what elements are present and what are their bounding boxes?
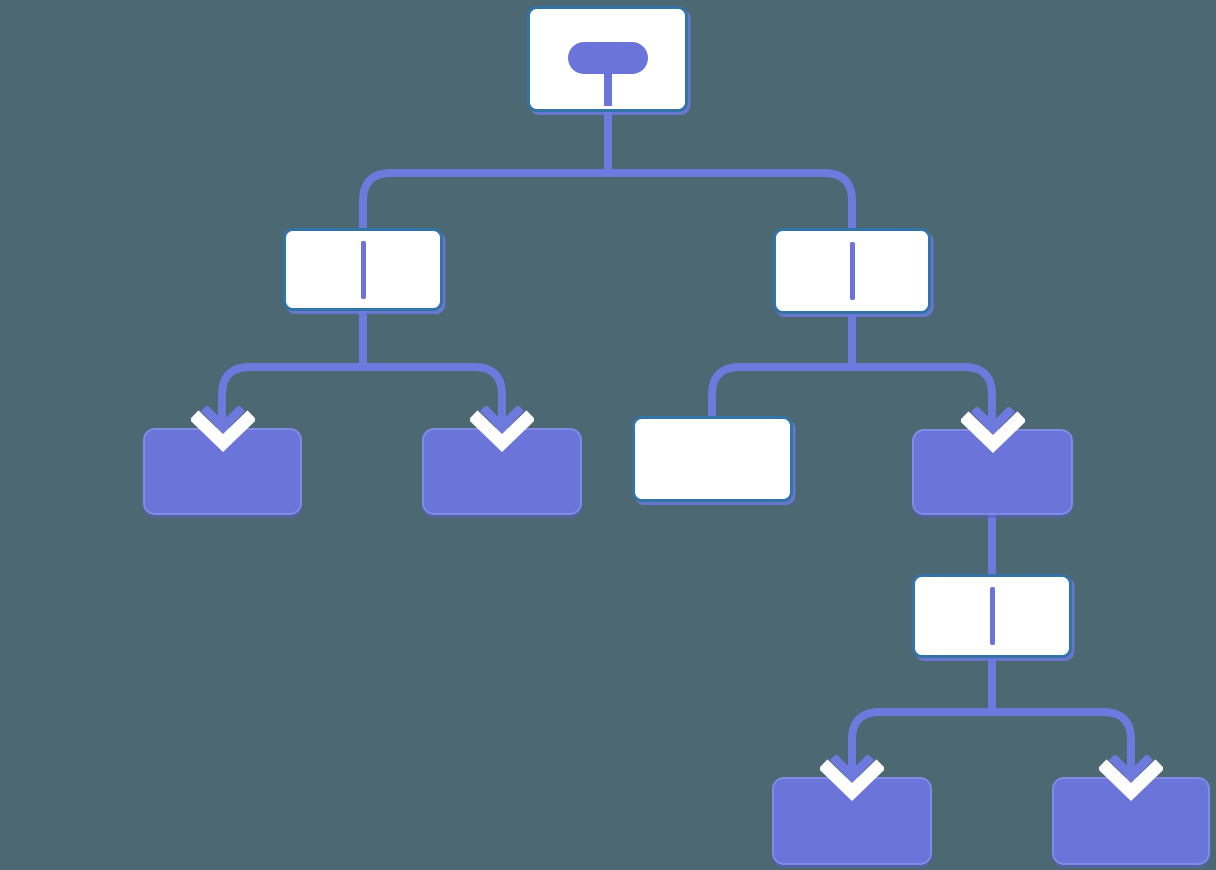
edge-split4-to-leaf-d — [992, 708, 1135, 773]
chevron-inner — [970, 407, 1015, 435]
root-topic — [530, 9, 685, 109]
edge-split2-to-leaf-b — [363, 363, 506, 424]
node-divider-bar — [989, 587, 995, 645]
root-topic-pill[interactable] — [567, 42, 648, 74]
node-divider-bar — [360, 240, 366, 299]
edge-split3-to-empty — [708, 363, 852, 418]
edge-split1-to-branch-right — [608, 169, 856, 230]
node-branch-bottom[interactable] — [912, 574, 1072, 658]
node-node-empty[interactable] — [632, 416, 793, 502]
chevron-inner — [200, 406, 245, 434]
chevron-outline — [820, 759, 884, 801]
chevron-outline — [470, 410, 534, 452]
collapse-chevron-icon[interactable] — [820, 755, 884, 801]
root-topic-stem — [603, 74, 612, 106]
collapse-chevron-icon[interactable] — [960, 407, 1025, 453]
node-branch-right[interactable] — [773, 228, 931, 314]
node-divider-bar — [849, 242, 855, 300]
collapse-chevron-icon[interactable] — [1099, 755, 1163, 801]
chevron-outline — [190, 410, 255, 452]
collapse-chevron-icon[interactable] — [470, 406, 534, 452]
node-collapsed-mid[interactable] — [912, 429, 1073, 515]
node-root[interactable] — [527, 6, 688, 112]
edge-split1-to-branch-left — [359, 169, 608, 230]
chevron-inner — [829, 755, 875, 783]
edge-split4-to-leaf-c — [848, 708, 992, 773]
edge-split2-to-leaf-a — [218, 363, 363, 424]
collapse-chevron-icon[interactable] — [190, 406, 255, 452]
node-branch-left[interactable] — [283, 228, 443, 311]
chevron-outline — [960, 411, 1025, 453]
edge-split3-to-collapsed — [852, 363, 996, 425]
chevron-outline — [1099, 759, 1163, 801]
node-leaf-c[interactable] — [772, 777, 932, 865]
chevron-inner — [479, 406, 525, 434]
chevron-inner — [1108, 755, 1154, 783]
